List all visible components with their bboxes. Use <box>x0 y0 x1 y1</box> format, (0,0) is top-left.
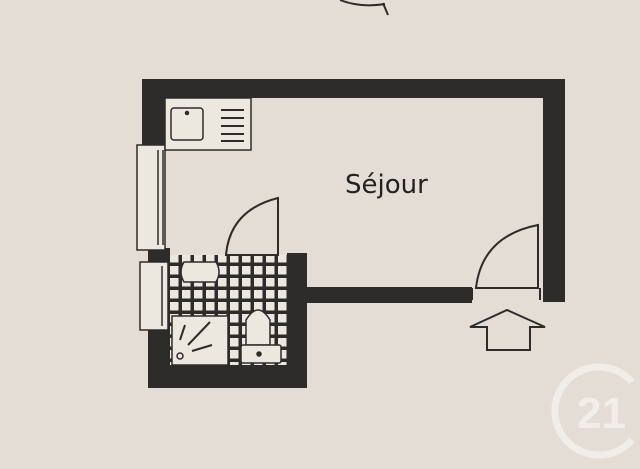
century21-logo: 21 <box>551 363 635 459</box>
svg-text:21: 21 <box>577 389 626 438</box>
sink-icon <box>170 107 204 141</box>
cooktop-icon <box>221 109 244 142</box>
partial-door-arc <box>339 0 389 16</box>
walls <box>142 79 565 388</box>
entrance-arrow-icon <box>469 308 546 351</box>
room-label-sejour: Séjour <box>345 170 428 200</box>
kitchenette <box>164 97 252 151</box>
window-icon <box>136 144 169 331</box>
door-swing-icon <box>224 196 541 300</box>
washbasin-icon <box>180 261 220 283</box>
toilet-icon <box>245 309 271 346</box>
